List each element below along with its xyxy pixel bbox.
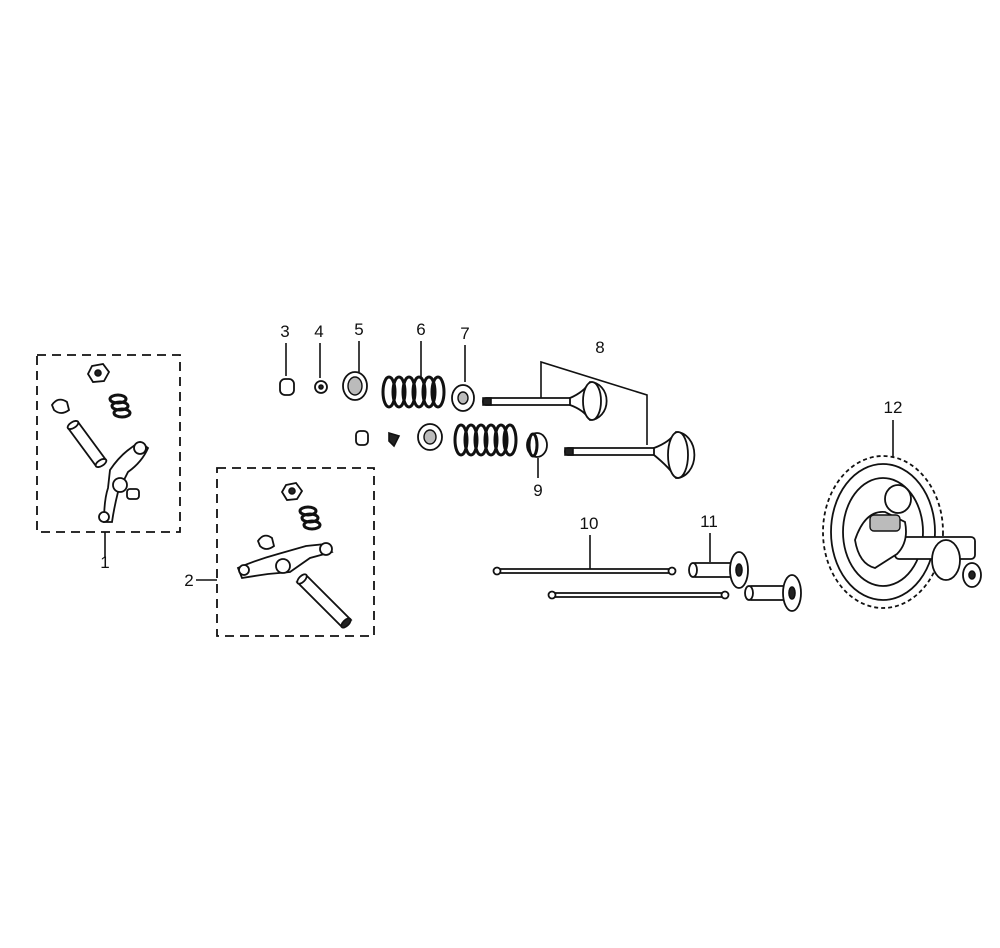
spring-part <box>381 375 446 409</box>
cam-shaft-part <box>894 536 982 588</box>
cotter-center <box>318 384 324 390</box>
callout-5: 5 <box>354 320 363 339</box>
nut-hole <box>94 369 102 377</box>
callout-3: 3 <box>280 322 289 341</box>
push-rod-lower-part <box>547 590 730 600</box>
valve-seal-7: 7 <box>451 324 475 412</box>
spring-retainer-5: 5 <box>342 320 443 451</box>
cam-lobe-part <box>854 484 912 569</box>
push-rod-upper-part <box>492 566 677 576</box>
valve-seal-9: 9 <box>526 432 548 500</box>
callout-10: 10 <box>580 514 599 533</box>
cap-part <box>126 488 140 500</box>
seal-coil <box>527 432 539 458</box>
rocker-arm-part <box>236 542 334 580</box>
tappets-11: 11 <box>688 512 802 612</box>
valve-spring-6: 6 <box>381 320 518 457</box>
tappet-lower-part <box>744 574 802 612</box>
rocker-arm-assembly-1: 1 <box>36 354 181 572</box>
callout-12: 12 <box>884 398 903 417</box>
push-rods-10: 10 <box>492 514 730 600</box>
small-spring-part <box>298 505 322 531</box>
valves-8: 8 <box>482 338 696 479</box>
rocker-arm-assembly-2: 2 <box>184 467 375 637</box>
rocker-arm-part <box>98 440 150 523</box>
callout-8: 8 <box>595 338 604 357</box>
spring-part-lower <box>453 423 518 457</box>
callout-11: 11 <box>700 512 718 531</box>
valve-cotter-4: 4 <box>314 322 401 448</box>
pivot-pin-part <box>66 420 108 468</box>
intake-valve-part <box>482 381 608 421</box>
dashed-box-1 <box>36 354 181 533</box>
small-spring-part <box>108 393 132 419</box>
exhaust-valve-part <box>564 431 696 479</box>
nut-hole <box>288 487 296 495</box>
valve-keeper-3: 3 <box>279 322 369 446</box>
tappet-upper-part <box>688 551 749 589</box>
callout-4: 4 <box>314 322 323 341</box>
callout-2: 2 <box>184 571 193 590</box>
callout-7: 7 <box>460 324 469 343</box>
callout-1: 1 <box>100 553 109 572</box>
callout-6: 6 <box>416 320 425 339</box>
clip-part <box>256 534 276 550</box>
cotter-part-lower <box>388 431 401 448</box>
keeper-part <box>279 378 295 396</box>
retainer-inner-lower <box>423 429 437 445</box>
seal-inner <box>457 391 469 405</box>
retainer-inner <box>347 376 363 396</box>
pivot-pin-part <box>295 573 353 629</box>
clip-part <box>50 398 71 414</box>
keeper-part-lower <box>355 430 369 446</box>
callout-9: 9 <box>533 481 542 500</box>
leader-8 <box>540 360 648 445</box>
camshaft-12: 12 <box>822 398 982 609</box>
dashed-box-2 <box>216 467 375 637</box>
